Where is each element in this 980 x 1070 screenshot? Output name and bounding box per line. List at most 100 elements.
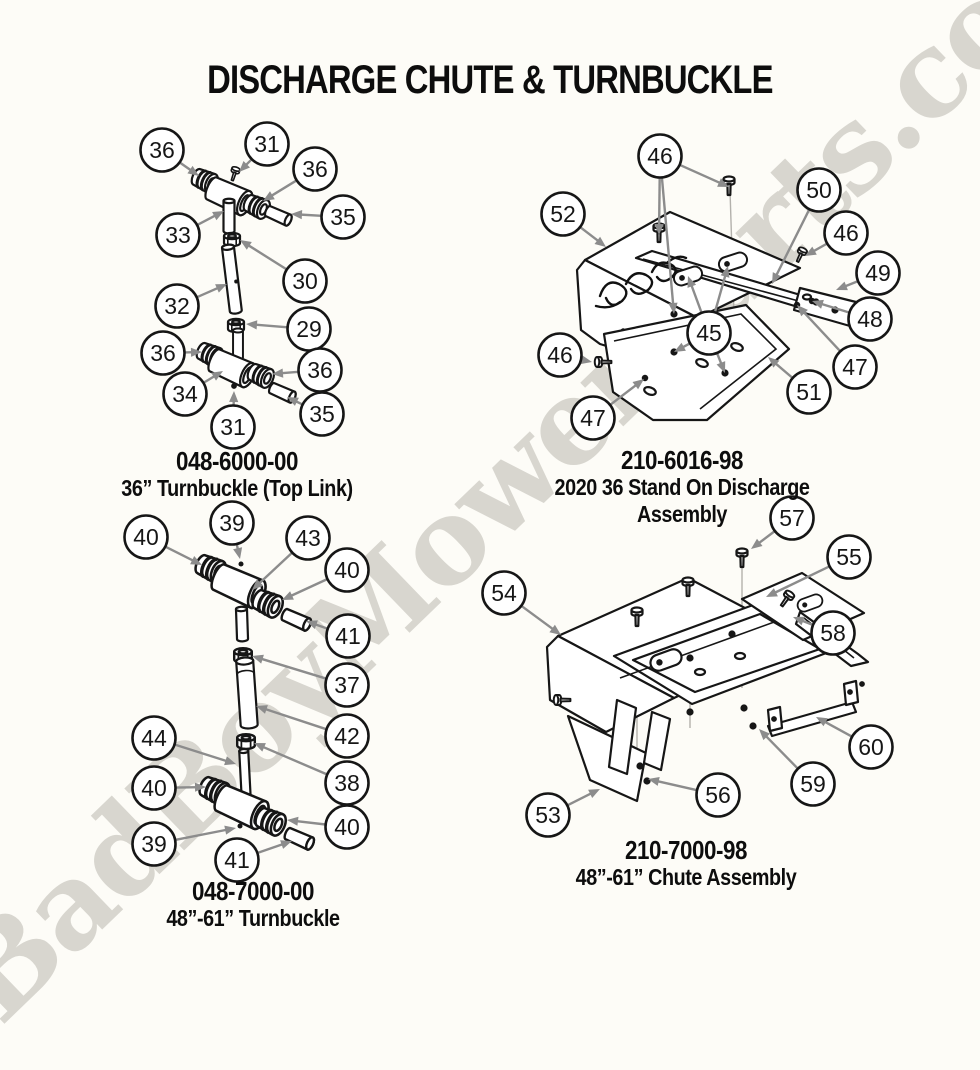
callout-arrow — [261, 746, 327, 774]
callout-46: 46 — [639, 135, 682, 178]
callout-48: 48 — [849, 298, 892, 341]
callout-arrow — [257, 844, 284, 853]
callout-number: 39 — [219, 510, 245, 536]
callout-arrow — [247, 244, 287, 269]
callout-number: 41 — [224, 847, 250, 873]
callout-47: 47 — [834, 346, 877, 389]
callout-number: 40 — [133, 524, 159, 550]
callout-number: 34 — [172, 381, 198, 407]
callout-41: 41 — [327, 615, 370, 658]
callout-number: 30 — [292, 268, 318, 294]
callout-number: 45 — [696, 320, 722, 346]
callout-arrow — [299, 215, 322, 216]
callout-43: 43 — [287, 517, 330, 560]
callout-number: 54 — [491, 580, 517, 606]
callout-number: 49 — [865, 260, 891, 286]
callout-number: 42 — [334, 723, 360, 749]
callout-arrow — [295, 821, 326, 825]
callout-arrow — [823, 721, 852, 737]
callout-number: 40 — [334, 557, 360, 583]
callout-arrow — [270, 180, 297, 197]
callout-arrow — [197, 287, 220, 297]
callout-56: 56 — [697, 774, 740, 817]
part-name: 48”-61” Chute Assembly — [536, 864, 837, 890]
callout-58: 58 — [812, 612, 855, 655]
callout-number: 46 — [647, 143, 673, 169]
callout-40: 40 — [125, 516, 168, 559]
part-label-discharge-assembly: 210-6016-98 2020 36 Stand On Discharge A… — [532, 447, 833, 527]
callout-arrow — [659, 178, 660, 228]
part-number: 048-6000-00 — [108, 448, 366, 475]
callout-arrowhead — [280, 840, 292, 849]
callout-arrowhead — [287, 817, 299, 826]
callout-51: 51 — [788, 371, 831, 414]
callout-33: 33 — [157, 214, 200, 257]
callout-number: 52 — [550, 201, 576, 227]
callout-50: 50 — [798, 169, 841, 212]
part-label-turnbuckle-48-61: 048-7000-00 48”-61” Turnbuckle — [124, 878, 382, 932]
callout-number: 32 — [164, 293, 190, 319]
callout-arrow — [175, 745, 229, 762]
callout-arrow — [197, 215, 217, 225]
callout-55: 55 — [828, 536, 871, 579]
callout-39: 39 — [211, 502, 254, 545]
part-name: 2020 36 Stand On Discharge Assembly — [532, 474, 833, 527]
part-label-chute-assembly: 210-7000-98 48”-61” Chute Assembly — [536, 837, 837, 891]
callout-arrow — [774, 362, 793, 378]
callout-arrow — [580, 227, 600, 242]
callout-number: 47 — [842, 354, 868, 380]
callout-arrow — [521, 606, 554, 631]
callout-number: 46 — [833, 220, 859, 246]
callout-54: 54 — [483, 572, 526, 615]
callout-arrowhead — [240, 240, 252, 250]
part-number: 210-7000-98 — [536, 837, 837, 864]
callout-59: 59 — [792, 763, 835, 806]
callout-60: 60 — [850, 726, 893, 769]
parts-diagram-page: BadBoyMowerParts.com — [0, 0, 980, 980]
callout-arrow — [165, 547, 195, 562]
part-number: 048-7000-00 — [124, 878, 382, 905]
callout-number: 48 — [857, 306, 883, 332]
callout-35: 35 — [301, 393, 344, 436]
callout-number: 36 — [150, 340, 176, 366]
callout-31: 31 — [246, 123, 289, 166]
callout-arrowhead — [246, 320, 257, 329]
callout-46: 46 — [539, 334, 582, 377]
callout-46: 46 — [825, 212, 868, 255]
callout-number: 56 — [705, 782, 731, 808]
callout-number: 37 — [334, 672, 360, 698]
callout-number: 38 — [334, 770, 360, 796]
page-title-text: DISCHARGE CHUTE & TURNBUCKLE — [207, 58, 773, 103]
callout-number: 50 — [806, 177, 832, 203]
callout-38: 38 — [326, 762, 369, 805]
callout-number: 60 — [858, 734, 884, 760]
callout-36: 36 — [294, 148, 337, 191]
turnbuckle-36-art — [189, 166, 297, 404]
callout-number: 39 — [141, 831, 167, 857]
callout-39: 39 — [133, 823, 176, 866]
callout-36: 36 — [142, 332, 185, 375]
callout-arrow — [567, 793, 593, 806]
callout-arrow — [289, 579, 327, 597]
callout-32: 32 — [156, 285, 199, 328]
callout-number: 55 — [836, 544, 862, 570]
callout-number: 47 — [580, 405, 606, 431]
callout-number: 35 — [330, 204, 356, 230]
callout-40: 40 — [326, 806, 369, 849]
callout-45: 45 — [688, 312, 731, 355]
callout-37: 37 — [326, 664, 369, 707]
callout-35: 35 — [322, 196, 365, 239]
callout-number: 36 — [302, 156, 328, 182]
callout-31: 31 — [212, 406, 255, 449]
callout-arrow — [680, 165, 722, 184]
callout-arrow — [175, 830, 228, 840]
callout-34: 34 — [164, 373, 207, 416]
callout-arrowhead — [254, 743, 266, 752]
callout-29: 29 — [288, 308, 331, 351]
callout-number: 31 — [220, 414, 246, 440]
callout-number: 29 — [296, 316, 322, 342]
callout-number: 44 — [141, 725, 167, 751]
callout-arrowhead — [229, 391, 238, 402]
callout-arrow — [656, 781, 697, 790]
callout-number: 43 — [295, 525, 321, 551]
